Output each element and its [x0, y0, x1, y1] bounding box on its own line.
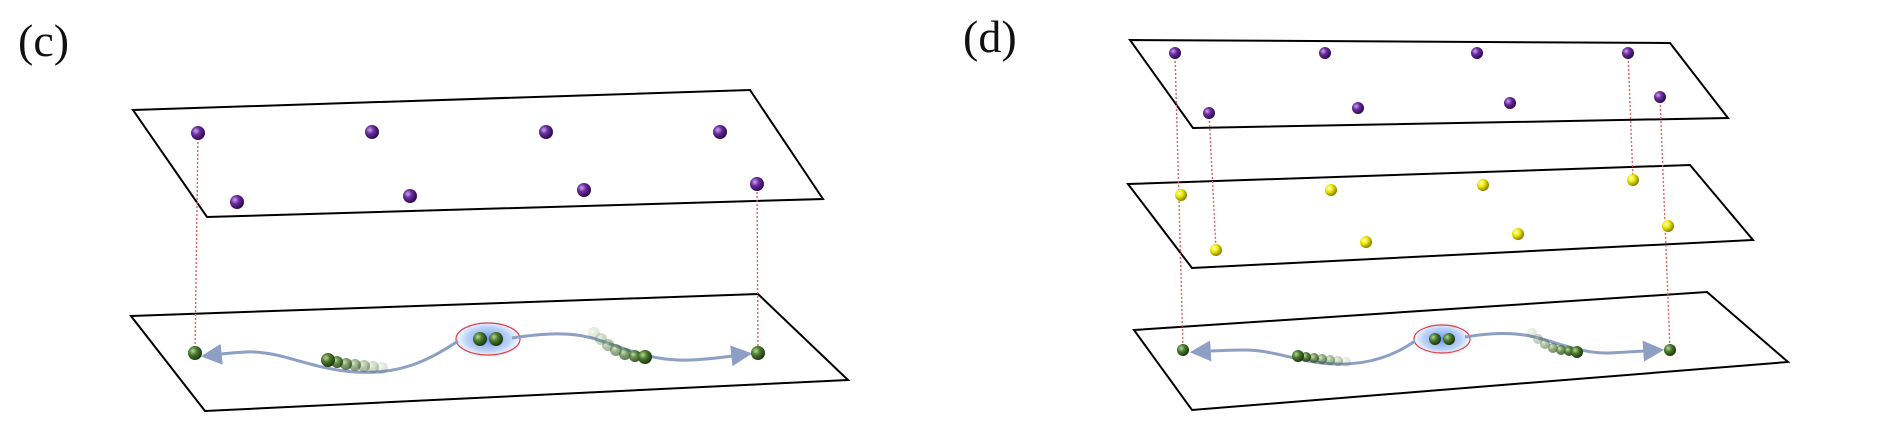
green-atom	[321, 353, 335, 367]
green-atom	[1292, 350, 1304, 362]
trail-left	[321, 353, 388, 374]
green-atom	[1443, 333, 1455, 345]
trail-right	[588, 327, 652, 364]
pair-ring	[455, 322, 521, 356]
green-atom	[473, 332, 487, 346]
green-atom	[1177, 344, 1189, 356]
yellow-atom	[1627, 174, 1639, 186]
panel-c	[129, 88, 851, 413]
purple-atom	[1352, 102, 1364, 114]
purple-atom	[1654, 91, 1666, 103]
yellow-atom	[1662, 220, 1674, 232]
yellow-atom	[1360, 236, 1372, 248]
purple-atom	[365, 125, 379, 139]
panel-label-c: (c)	[18, 15, 70, 66]
yellow-atom	[1477, 179, 1489, 191]
guide-line	[1627, 52, 1634, 181]
green-atom	[1664, 344, 1676, 356]
green-atom	[188, 346, 202, 360]
pair-glow	[452, 319, 524, 359]
yellow-atom	[1325, 184, 1337, 196]
purple-atom	[750, 177, 764, 191]
green-atom	[1429, 333, 1441, 345]
panel-label-d: (d)	[963, 11, 1017, 62]
purple-atom	[1471, 47, 1483, 59]
guide-line	[756, 183, 759, 354]
purple-atom	[713, 125, 727, 139]
green-atom	[638, 350, 652, 364]
purple-atom	[539, 125, 553, 139]
purple-atom	[403, 189, 417, 203]
purple-atom	[1622, 47, 1634, 59]
yellow-atom	[1175, 189, 1187, 201]
panel-d	[1126, 38, 1791, 412]
plane-d-bottom	[1132, 290, 1791, 412]
plane-c-top	[131, 88, 825, 219]
green-atom	[489, 332, 503, 346]
plane-d-top	[1128, 38, 1731, 130]
guide-line	[1174, 52, 1184, 351]
green-atom	[1571, 346, 1583, 358]
pair-glow	[1410, 321, 1474, 357]
purple-atom	[1203, 107, 1215, 119]
purple-atom	[577, 183, 591, 197]
purple-atom	[191, 126, 205, 140]
green-atom	[751, 346, 765, 360]
plane-c-bottom	[129, 292, 851, 413]
trail-left	[1292, 350, 1351, 367]
yellow-atom	[1512, 228, 1524, 240]
plane-d-middle	[1126, 163, 1756, 270]
trail-right	[1527, 328, 1583, 358]
trajectory-right	[1464, 331, 1665, 362]
purple-atom	[230, 195, 244, 209]
pair-ring	[1413, 324, 1471, 354]
yellow-atom	[1210, 244, 1222, 256]
guide-line	[194, 133, 199, 354]
purple-atom	[1504, 97, 1516, 109]
purple-atom	[1169, 47, 1181, 59]
purple-atom	[1319, 47, 1331, 59]
trajectory-left	[200, 339, 459, 374]
guide-line	[1208, 112, 1217, 251]
